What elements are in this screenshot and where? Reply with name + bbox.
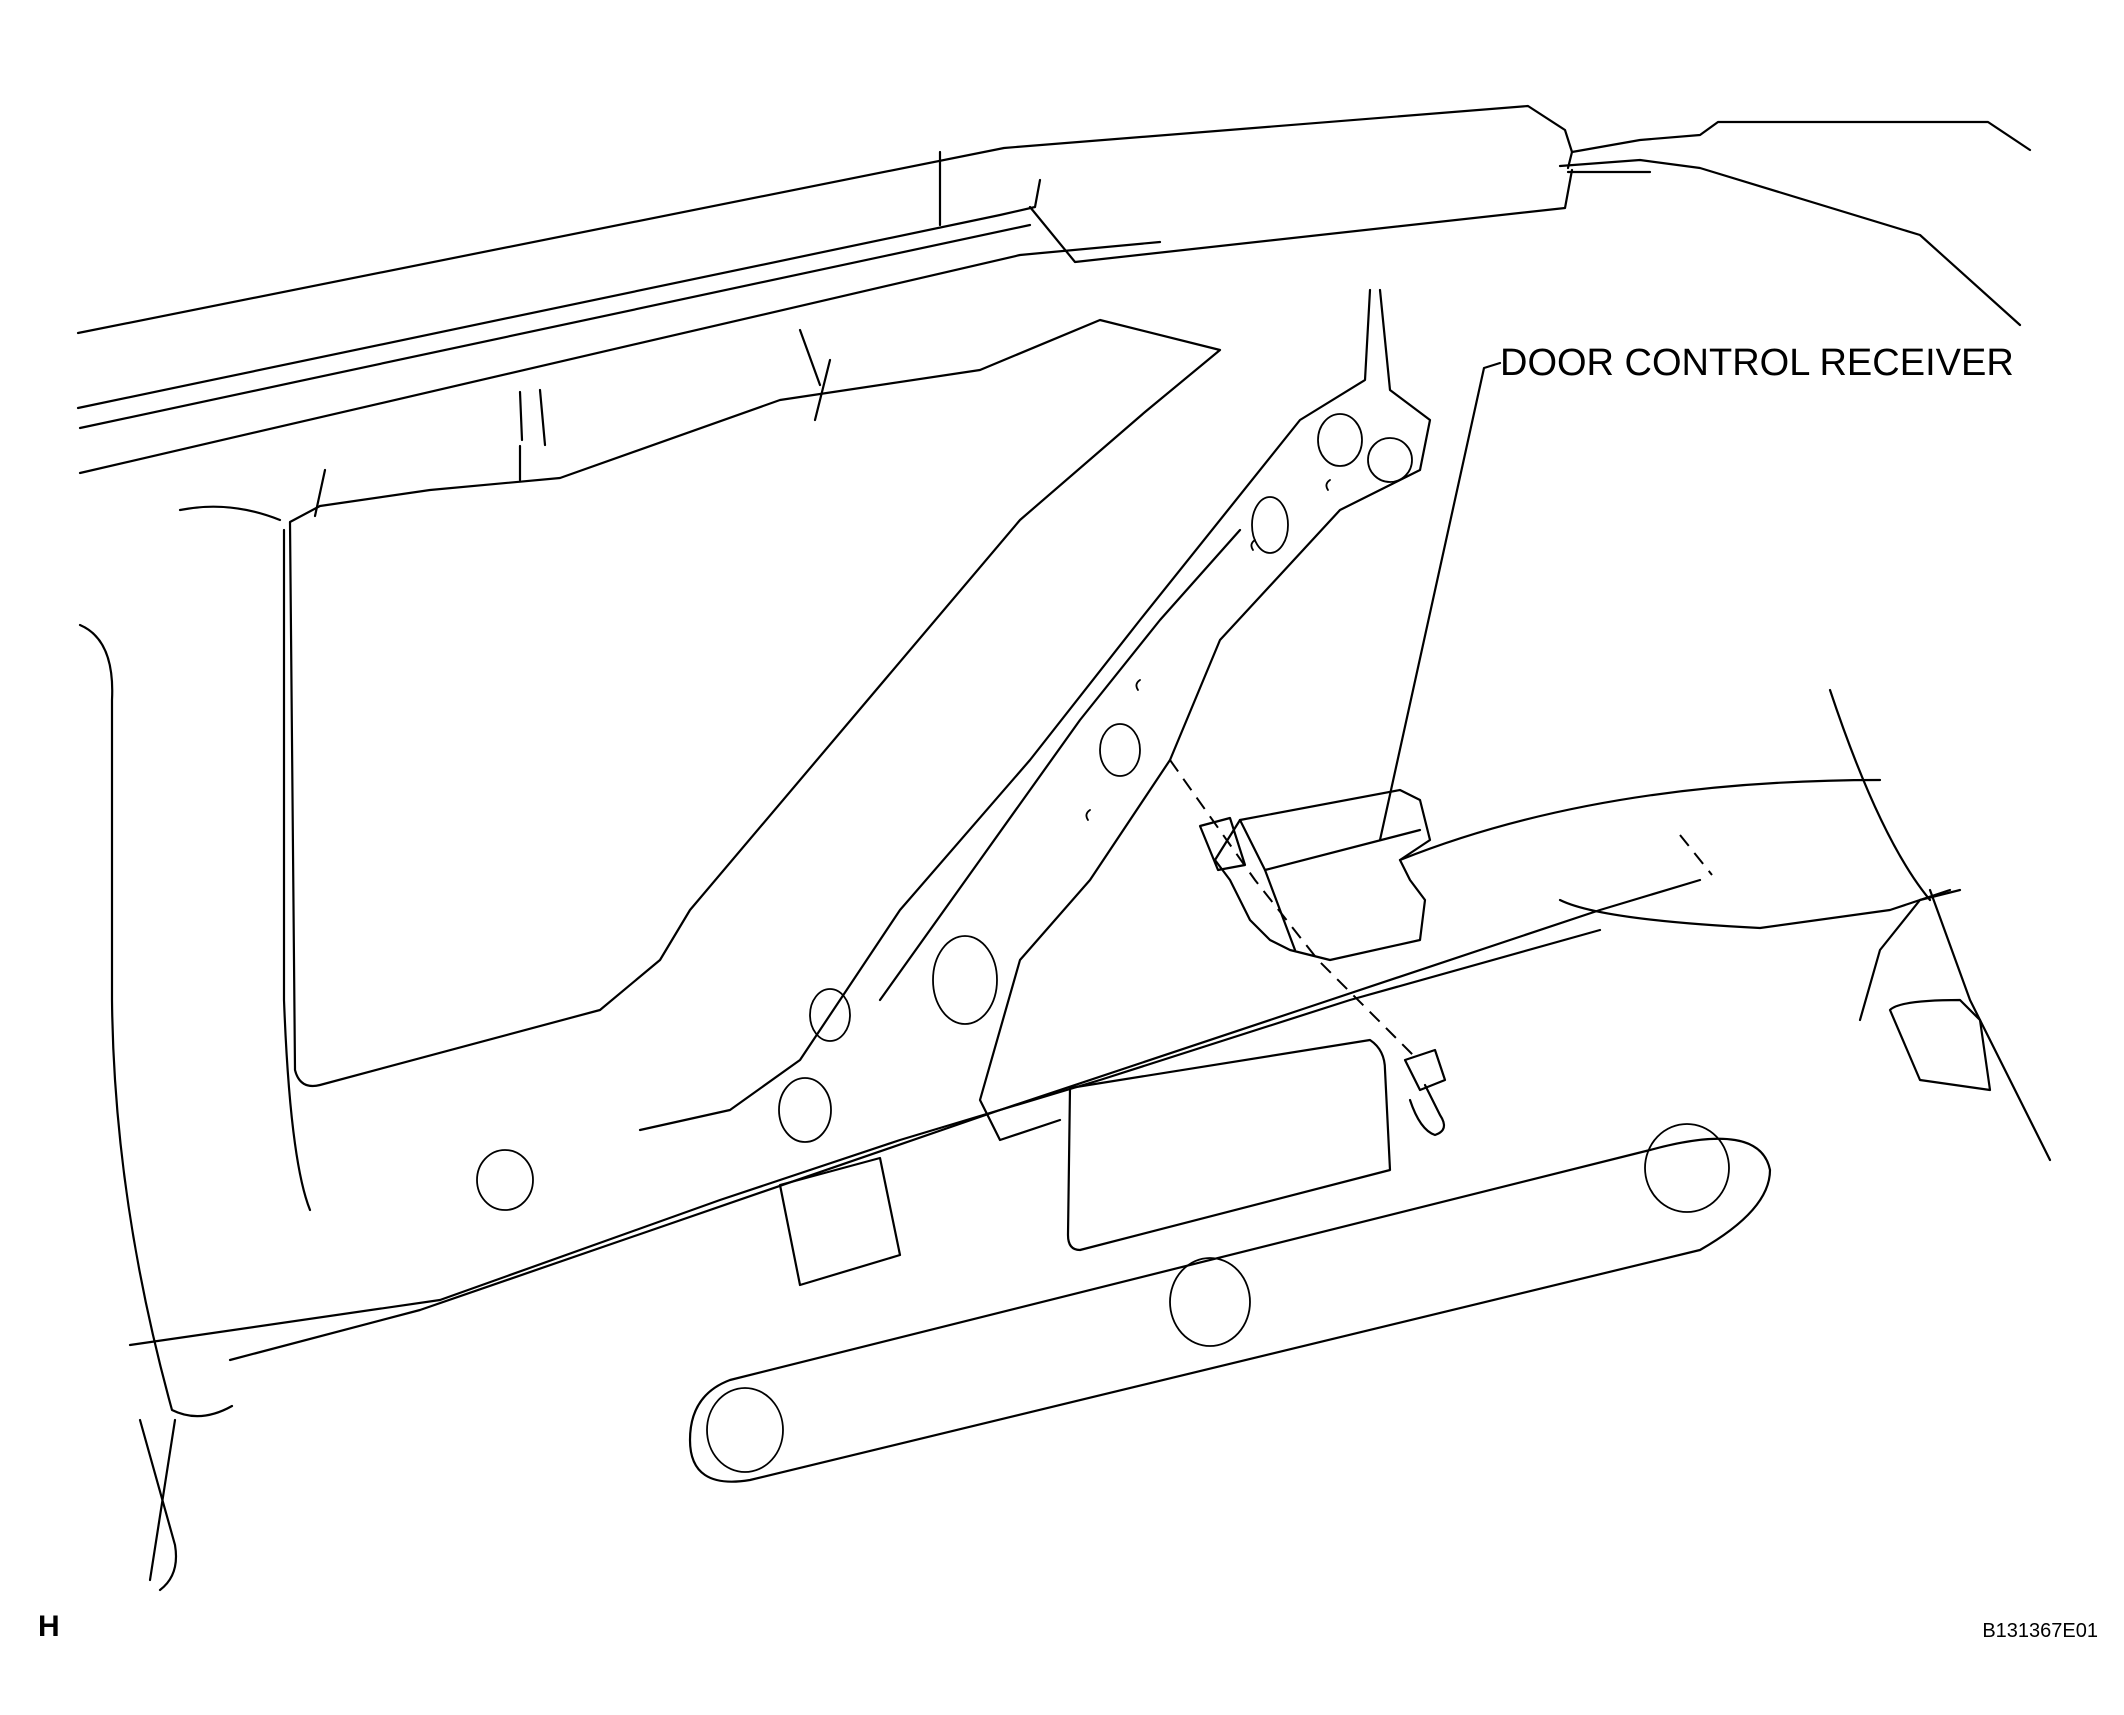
- step-trim-bar: [688, 1123, 1772, 1483]
- clip-dashed-line: [1679, 834, 1713, 876]
- lower-sill: [128, 688, 2052, 1362]
- callout-leader-line: [1378, 361, 1502, 842]
- figure-id: B131367E01: [1982, 1620, 2098, 1642]
- mounting-bolt: [1403, 1048, 1447, 1137]
- quarter-window: [178, 318, 1222, 1088]
- install-axis-line: [1169, 759, 1419, 1061]
- callout-label: DOOR CONTROL RECEIVER: [1500, 342, 2014, 384]
- panel-openings: [778, 998, 1992, 1287]
- c-pillar: [78, 528, 312, 1592]
- corner-mark: H: [38, 1610, 60, 1643]
- inner-panel-pillar: [476, 288, 1432, 1211]
- door-control-receiver: [1198, 788, 1432, 962]
- roof-rail-trim: [76, 104, 2032, 475]
